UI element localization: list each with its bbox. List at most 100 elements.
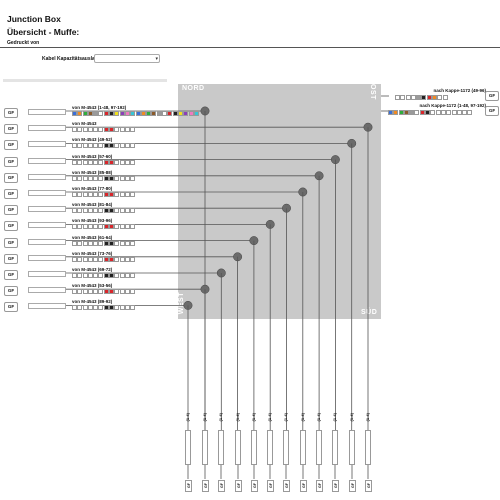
fiber-cell: [109, 273, 115, 278]
gf-button[interactable]: GF: [4, 253, 18, 264]
gf-button[interactable]: GF: [201, 480, 209, 492]
fiber-cell: [456, 110, 462, 115]
fiber-cell: [119, 208, 125, 214]
cable-field[interactable]: [28, 141, 66, 148]
gf-button[interactable]: GF: [4, 205, 18, 216]
fiber-cell: [82, 111, 88, 116]
cable-field[interactable]: [28, 157, 66, 164]
fiber-cell: [114, 240, 120, 246]
port-field[interactable]: [267, 430, 273, 465]
direction-ost: OST: [369, 84, 376, 100]
gf-button[interactable]: GF: [4, 302, 18, 313]
gf-button[interactable]: GF: [4, 189, 18, 199]
fiber-cell: [130, 240, 136, 246]
fiber-cell: [93, 208, 99, 214]
fiber-cell: [430, 110, 436, 115]
cable-field[interactable]: [28, 254, 66, 261]
fiber-cell: [109, 208, 115, 214]
gf-button[interactable]: GF: [348, 480, 356, 492]
cable-field[interactable]: [28, 125, 66, 132]
fiber-cell: [109, 256, 115, 262]
port-field[interactable]: [185, 430, 191, 465]
gf-button[interactable]: GF: [250, 480, 258, 492]
cable-label: von M-4543 (85-88): [72, 169, 113, 175]
gf-button[interactable]: GF: [364, 480, 372, 492]
port-field[interactable]: [218, 430, 224, 465]
gf-button[interactable]: GF: [299, 480, 307, 492]
fiber-cell: [135, 111, 141, 116]
cable-field[interactable]: [28, 271, 66, 277]
gf-button[interactable]: GF: [485, 106, 499, 116]
gf-button[interactable]: GF: [4, 108, 18, 118]
port-field[interactable]: [251, 430, 257, 465]
cable-field[interactable]: [28, 287, 66, 294]
port-field[interactable]: [202, 430, 208, 465]
cable-field[interactable]: [28, 190, 66, 196]
port-field[interactable]: [300, 430, 306, 465]
fiber-cell: [82, 143, 88, 149]
cable-field[interactable]: [28, 222, 66, 229]
fiber-cell: [93, 175, 99, 181]
fiber-strip: [72, 208, 136, 214]
port-field[interactable]: [349, 430, 355, 465]
gf-button[interactable]: GF: [266, 480, 274, 492]
fiber-cell: [103, 256, 109, 262]
gf-button[interactable]: GF: [331, 480, 339, 492]
gf-button[interactable]: GF: [485, 91, 499, 101]
gf-button[interactable]: GF: [4, 124, 18, 135]
port-field[interactable]: [365, 430, 371, 465]
cable-label: von M-4543 (1-48, 97-192): [72, 105, 127, 110]
fiber-cell: [87, 240, 93, 246]
gf-button[interactable]: GF: [4, 140, 18, 151]
cable-label: von M-4543 (93-96): [72, 218, 113, 224]
fiber-cell: [87, 159, 93, 165]
fiber-cell: [119, 159, 125, 165]
fiber-cell: [103, 224, 109, 230]
gf-button[interactable]: GF: [234, 480, 242, 492]
fiber-cell: [119, 256, 125, 262]
fiber-cell: [437, 95, 443, 100]
gf-button[interactable]: GF: [4, 221, 18, 232]
fiber-cell: [77, 240, 83, 246]
kabel-capacity-select[interactable]: ▾: [94, 54, 160, 63]
gf-button[interactable]: GF: [315, 480, 323, 492]
cable-field[interactable]: [28, 173, 66, 180]
fiber-strip: [72, 224, 136, 230]
fiber-cell: [77, 224, 83, 230]
fiber-cell: [87, 273, 93, 278]
gf-button[interactable]: GF: [4, 237, 18, 248]
fiber-cell: [72, 273, 77, 278]
gf-button[interactable]: GF: [4, 286, 18, 297]
fiber-cell: [146, 111, 152, 116]
gf-button[interactable]: GF: [4, 156, 18, 167]
port-field[interactable]: [332, 430, 338, 465]
fiber-cell: [119, 289, 125, 295]
fiber-strip: [72, 175, 136, 182]
fiber-cell: [167, 111, 173, 116]
port-range-label: (1-4): [332, 413, 337, 422]
fiber-strip: [388, 110, 473, 116]
fiber-cell: [109, 127, 115, 133]
fiber-strip: [72, 289, 136, 295]
port-field[interactable]: [283, 430, 289, 465]
gf-button[interactable]: GF: [184, 480, 192, 492]
fiber-cell: [114, 192, 120, 197]
fiber-cell: [82, 192, 88, 197]
cable-field[interactable]: [28, 109, 66, 115]
gf-button[interactable]: GF: [282, 480, 290, 492]
direction-sued: SÜD: [361, 309, 378, 316]
gf-button[interactable]: GF: [217, 480, 225, 492]
cable-field[interactable]: [28, 303, 66, 310]
port-field[interactable]: [235, 430, 241, 465]
fiber-cell: [416, 95, 422, 100]
cable-field[interactable]: [28, 238, 66, 245]
port-field[interactable]: [316, 430, 322, 465]
fiber-cell: [403, 110, 409, 115]
gf-button[interactable]: GF: [4, 270, 18, 280]
fiber-cell: [124, 127, 130, 133]
page-title: Junction Box: [7, 14, 61, 24]
fiber-cell: [103, 240, 109, 246]
cable-field[interactable]: [28, 206, 66, 213]
gf-button[interactable]: GF: [4, 172, 18, 183]
fiber-cell: [77, 192, 83, 197]
